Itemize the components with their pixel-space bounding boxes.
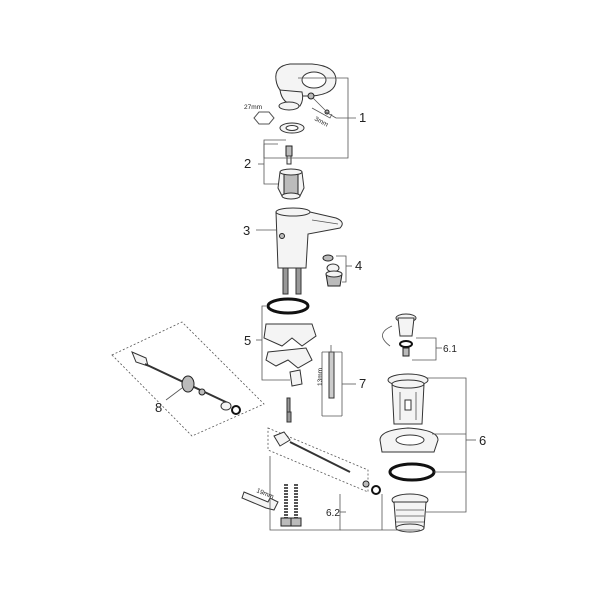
callout-8: 8 (155, 400, 162, 415)
callout-3: 3 (243, 223, 250, 238)
flexible-hoses (280, 484, 302, 527)
faucet-body (275, 207, 343, 295)
waste-o-ring (388, 462, 436, 482)
callout-labels: 1 2 3 4 5 6.1 7 8 6 6.2 (155, 110, 486, 519)
wrench-19mm: 19mm (241, 487, 279, 511)
leader-lines (165, 77, 476, 531)
callout-6: 6 (479, 433, 486, 448)
o-ring-seal (266, 297, 310, 315)
pop-up-plug (382, 313, 417, 357)
hex-13mm-label: 13mm (317, 368, 324, 386)
nut-27mm: 27mm (244, 104, 305, 134)
callout-2: 2 (244, 156, 251, 171)
aerator (322, 254, 343, 287)
callout-1: 1 (359, 110, 366, 125)
cap (278, 101, 300, 111)
callout-4: 4 (355, 258, 362, 273)
waste-body (387, 373, 429, 425)
pop-up-rod (111, 321, 265, 437)
cartridge (277, 145, 305, 200)
callout-7: 7 (359, 376, 366, 391)
hex-key-3mm-label: 3mm (313, 116, 329, 129)
threaded-rod: 13mm (286, 345, 343, 417)
waste-flange-seal (379, 427, 439, 453)
set-screw (307, 92, 330, 115)
callout-6-1: 6.1 (443, 344, 457, 355)
nut-27mm-label: 27mm (244, 104, 262, 111)
waste-tailpiece (391, 493, 429, 533)
mounting-plate (263, 323, 317, 369)
lift-rod (267, 411, 381, 495)
callout-5: 5 (244, 333, 251, 348)
lever-handle (275, 63, 337, 107)
callout-6-2: 6.2 (326, 508, 340, 519)
